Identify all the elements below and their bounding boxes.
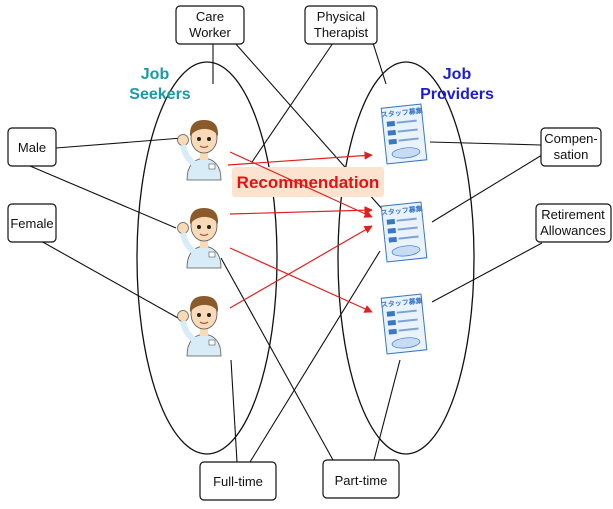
- link-parttime-seekers: [220, 257, 334, 461]
- retirement-line2: Allowances: [540, 223, 606, 238]
- care-worker-line2: Worker: [189, 25, 231, 40]
- person-icon: [177, 208, 222, 269]
- retirement-box: Retirement Allowances: [535, 203, 612, 243]
- arrow-seeker1-posting2: [229, 151, 373, 218]
- arrow-seeker2-posting2: [229, 206, 373, 215]
- full-time-label: Full-time: [213, 474, 263, 489]
- male-label: Male: [18, 140, 46, 155]
- link-parttime-posting: [373, 359, 401, 461]
- job-providers-title-line1: Job: [443, 66, 472, 83]
- link-compensation-posting2: [431, 154, 543, 223]
- link-therapist-providers: [372, 42, 387, 85]
- female-label: Female: [10, 216, 53, 231]
- recommendation-arrows: [227, 151, 373, 313]
- recommendation-label: Recommendation: [237, 173, 380, 192]
- job-posting-icon: スタッフ募集: [380, 293, 428, 355]
- full-time-box: Full-time: [199, 461, 277, 501]
- arrow-seeker2-posting3: [229, 247, 373, 313]
- job-posting-icon: スタッフ募集: [380, 201, 428, 263]
- care-worker-box: Care Worker: [175, 5, 245, 45]
- care-worker-line1: Care: [196, 9, 224, 24]
- person-icon: [177, 296, 222, 357]
- female-box: Female: [7, 203, 57, 243]
- link-compensation-posting1: [429, 141, 542, 146]
- link-therapist-seeker: [251, 42, 334, 163]
- job-posting-icon: スタッフ募集: [380, 103, 428, 165]
- male-box: Male: [7, 127, 57, 167]
- physical-therapist-line1: Physical: [317, 9, 366, 24]
- recommendation-highlight: [232, 167, 384, 197]
- compensation-box: Compen- sation: [540, 127, 602, 167]
- physical-therapist-box: Physical Therapist: [304, 5, 378, 45]
- job-seekers-title-line1: Job: [141, 66, 170, 83]
- job-providers-ellipse: [337, 61, 475, 455]
- compensation-line1: Compen-: [544, 131, 597, 146]
- link-female-seeker3: [31, 235, 179, 319]
- link-male-seeker1: [55, 137, 183, 149]
- job-providers-title: Job Providers: [420, 66, 494, 103]
- job-seekers-ellipse: [136, 61, 278, 455]
- part-time-label: Part-time: [335, 473, 388, 488]
- job-providers-title-line2: Providers: [420, 86, 494, 103]
- link-retirement-posting3: [431, 242, 543, 303]
- job-seekers-title-line2: Seekers: [129, 86, 190, 103]
- compensation-line2: sation: [554, 147, 589, 162]
- job-seekers-title: Job Seekers: [129, 66, 190, 103]
- retirement-line1: Retirement: [541, 207, 605, 222]
- physical-therapist-line2: Therapist: [314, 25, 369, 40]
- person-icon: [177, 120, 222, 181]
- part-time-box: Part-time: [322, 459, 400, 499]
- link-fulltime-seekers: [230, 359, 238, 463]
- attribute-links: [29, 42, 543, 463]
- link-fulltime-posting: [249, 250, 381, 463]
- arrow-seeker3-posting2: [229, 225, 373, 309]
- arrow-seeker1-posting1: [227, 151, 373, 166]
- link-male-seeker2: [29, 165, 177, 229]
